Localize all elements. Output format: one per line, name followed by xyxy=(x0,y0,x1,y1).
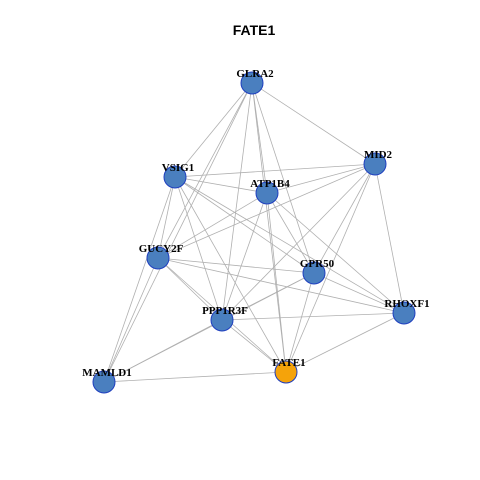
node-circle[interactable] xyxy=(163,165,187,189)
edge-glra2-ppp1r3f xyxy=(221,82,253,321)
edge-glra2-vsig1 xyxy=(174,82,253,178)
node-label: FATE1 xyxy=(272,357,305,369)
node-label: PPP1R3F xyxy=(202,305,248,317)
edge-glra2-fate1 xyxy=(251,82,287,373)
edge-glra2-mamld1 xyxy=(103,82,253,383)
edge-vsig1-atp1b4 xyxy=(174,176,268,194)
edge-mid2-rhoxf1 xyxy=(374,163,405,314)
node-label: MID2 xyxy=(364,149,393,161)
node-rhoxf1[interactable]: RHOXF1 xyxy=(384,298,430,325)
node-circle[interactable] xyxy=(274,360,298,384)
edge-glra2-gucy2f xyxy=(157,82,253,259)
edge-mid2-fate1 xyxy=(285,163,376,373)
node-fate1[interactable]: FATE1 xyxy=(272,357,306,384)
node-atp1b4[interactable]: ATP1B4 xyxy=(250,178,290,205)
node-vsig1[interactable]: VSIG1 xyxy=(162,162,194,189)
edge-gucy2f-ppp1r3f xyxy=(157,257,223,321)
edge-vsig1-mamld1 xyxy=(103,176,176,383)
edge-mid2-ppp1r3f xyxy=(221,163,376,321)
node-label: VSIG1 xyxy=(162,162,194,174)
node-mamld1[interactable]: MAMLD1 xyxy=(82,367,132,394)
node-ppp1r3f[interactable]: PPP1R3F xyxy=(202,305,248,332)
edge-atp1b4-ppp1r3f xyxy=(221,192,268,321)
edge-mid2-vsig1 xyxy=(174,163,376,178)
edge-gpr50-fate1 xyxy=(285,272,315,373)
node-gucy2f[interactable]: GUCY2F xyxy=(139,243,184,270)
node-label: GUCY2F xyxy=(139,243,184,255)
node-gpr50[interactable]: GPR50 xyxy=(300,258,335,285)
node-circle[interactable] xyxy=(240,71,264,95)
node-circle[interactable] xyxy=(146,246,170,270)
edges-layer xyxy=(103,82,405,383)
node-glra2[interactable]: GLRA2 xyxy=(236,68,274,95)
edge-ppp1r3f-fate1 xyxy=(221,319,287,373)
node-label: GPR50 xyxy=(300,258,335,270)
edge-mamld1-fate1 xyxy=(103,371,287,383)
node-circle[interactable] xyxy=(92,370,116,394)
edge-gucy2f-mamld1 xyxy=(103,257,159,383)
node-circle[interactable] xyxy=(363,152,387,176)
edge-rhoxf1-ppp1r3f xyxy=(221,312,405,321)
edge-gucy2f-rhoxf1 xyxy=(157,257,405,314)
edge-vsig1-gpr50 xyxy=(174,176,315,274)
edge-mid2-gucy2f xyxy=(157,163,376,259)
edge-mid2-gpr50 xyxy=(313,163,376,274)
edge-mid2-atp1b4 xyxy=(266,163,376,194)
edge-rhoxf1-fate1 xyxy=(285,312,405,373)
graph-title: FATE1 xyxy=(233,22,276,38)
edge-atp1b4-fate1 xyxy=(266,192,287,373)
edge-vsig1-ppp1r3f xyxy=(174,176,223,321)
edge-atp1b4-gucy2f xyxy=(157,192,268,259)
node-circle[interactable] xyxy=(392,301,416,325)
node-label: GLRA2 xyxy=(236,68,274,80)
edge-glra2-mid2 xyxy=(251,82,376,165)
edge-glra2-gpr50 xyxy=(251,82,315,274)
node-circle[interactable] xyxy=(302,261,326,285)
node-label: ATP1B4 xyxy=(250,178,290,190)
edge-vsig1-rhoxf1 xyxy=(174,176,405,314)
edge-gucy2f-gpr50 xyxy=(157,257,315,274)
node-circle[interactable] xyxy=(210,308,234,332)
edge-vsig1-gucy2f xyxy=(157,176,176,259)
edge-atp1b4-rhoxf1 xyxy=(266,192,405,314)
edge-ppp1r3f-mamld1 xyxy=(103,319,223,383)
node-circle[interactable] xyxy=(255,181,279,205)
edge-atp1b4-gpr50 xyxy=(266,192,315,274)
node-label: MAMLD1 xyxy=(82,367,132,379)
node-label: RHOXF1 xyxy=(384,298,429,310)
node-mid2[interactable]: MID2 xyxy=(363,149,393,176)
edge-gpr50-rhoxf1 xyxy=(313,272,405,314)
